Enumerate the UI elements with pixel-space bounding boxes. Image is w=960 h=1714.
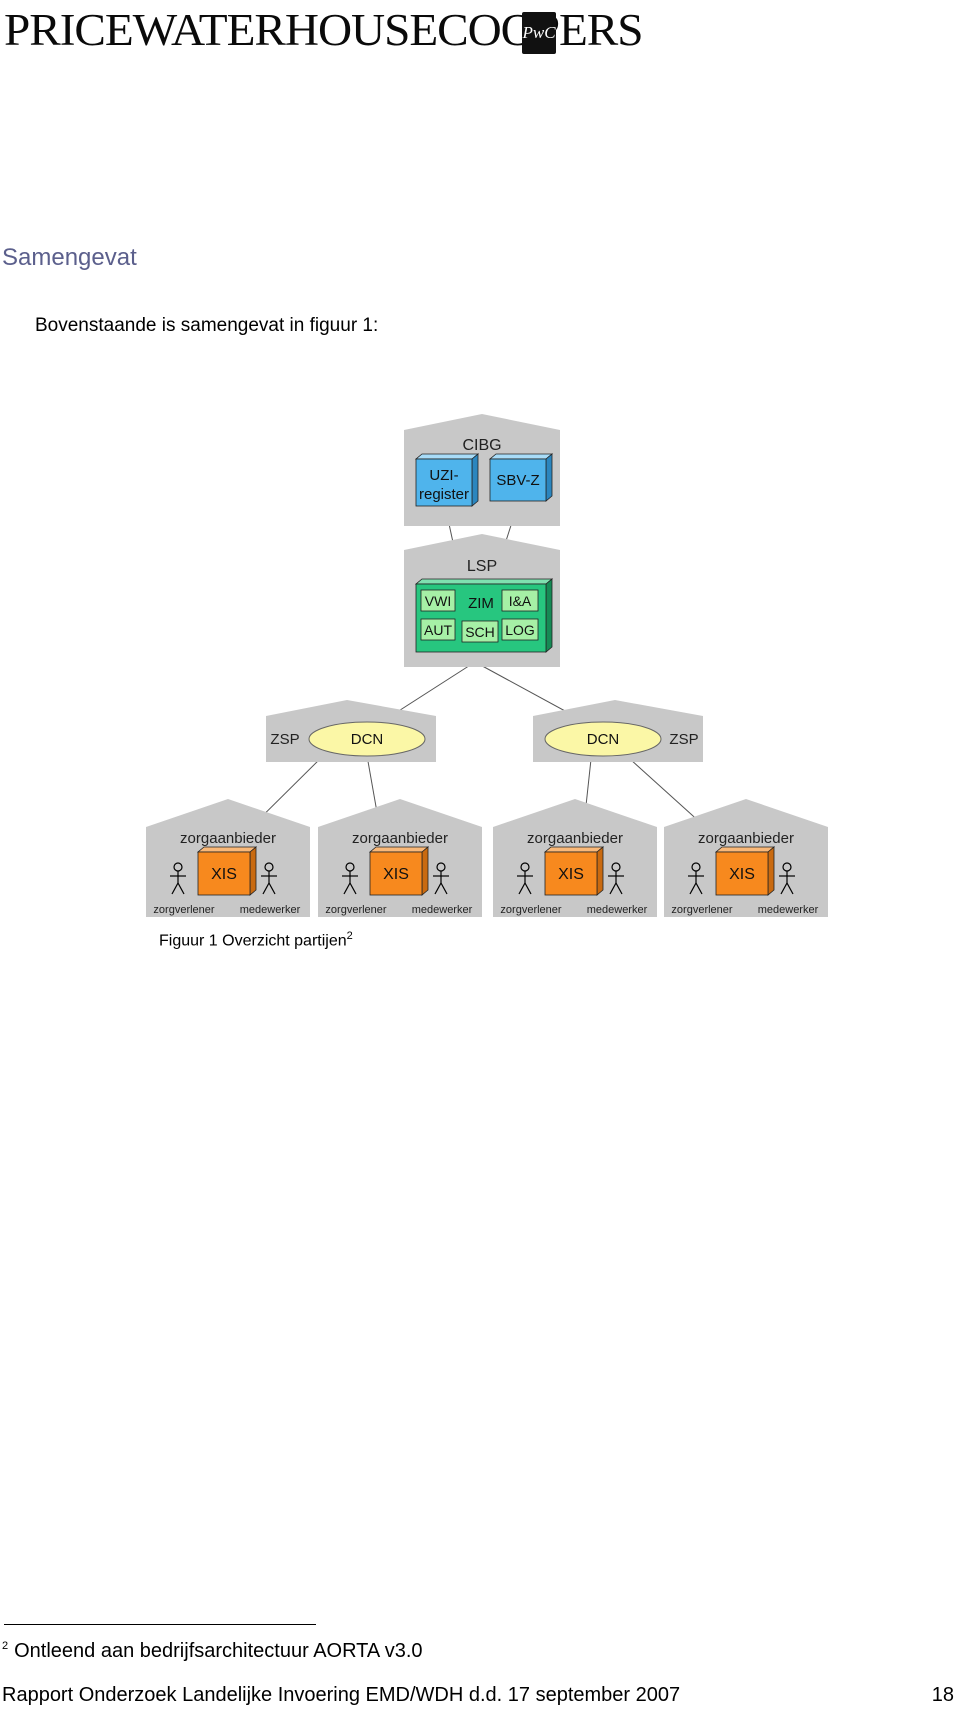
- parties-overview-figure: zorgaanbieder XIS zorgverlener medewerke…: [140, 414, 830, 924]
- caption-footnote-ref[interactable]: 2: [346, 930, 353, 942]
- footer-report-title: Rapport Onderzoek Landelijke Invoering E…: [2, 1684, 681, 1706]
- provider-house-1: [146, 799, 310, 917]
- sch-label: SCH: [465, 624, 495, 640]
- ia-label: I&A: [509, 593, 532, 609]
- zim-label: ZIM: [468, 595, 494, 612]
- sbv-z-box: SBV-Z: [488, 453, 554, 502]
- lsp-label: LSP: [467, 558, 497, 575]
- page-footer: Rapport Onderzoek Landelijke Invoering E…: [2, 1684, 958, 1707]
- caption-text: Figuur 1 Overzicht partijen: [159, 932, 347, 950]
- footnote-text: Ontleend aan bedrijfsarchitectuur AORTA …: [14, 1640, 423, 1662]
- provider-house-3: [493, 799, 657, 917]
- provider-house-4: [664, 799, 828, 917]
- vwi-label: VWI: [425, 593, 451, 609]
- aut-label: AUT: [424, 622, 452, 638]
- sbv-z-label: SBV-Z: [496, 472, 539, 489]
- footnote-marker: 2: [2, 1640, 9, 1653]
- cibg-house: CIBG UZI- register SBV-Z: [404, 414, 560, 526]
- footnote: 2 Ontleend aan bedrijfsarchitectuur AORTA…: [2, 1640, 423, 1663]
- section-title: Samengevat: [2, 244, 137, 271]
- cibg-label: CIBG: [462, 437, 501, 454]
- uzi-register-box: UZI- register: [414, 453, 480, 507]
- dcn-right-label: DCN: [587, 731, 620, 748]
- uzi-label-line2: register: [419, 486, 469, 503]
- log-label: LOG: [505, 622, 535, 638]
- company-logo: PRICEWATERHOUSECOOPERS PwC: [4, 2, 644, 68]
- intro-paragraph: Bovenstaande is samengevat in figuur 1:: [35, 315, 379, 336]
- page-number: 18: [931, 1684, 954, 1706]
- zsp-right-label: ZSP: [669, 731, 698, 748]
- provider-house-2: [318, 799, 482, 917]
- uzi-label-line1: UZI-: [429, 467, 458, 484]
- logo-emblem: PwC: [522, 12, 556, 54]
- parties-diagram: zorgaanbieder XIS zorgverlener medewerke…: [140, 414, 830, 924]
- dcn-left-label: DCN: [351, 731, 384, 748]
- footnote-separator: [4, 1624, 316, 1625]
- zsp-left-label: ZSP: [270, 731, 299, 748]
- figure-caption: Figuur 1 Overzicht partijen2: [159, 930, 353, 950]
- lsp-house: LSP ZIM VWI I&A AUT SCH LOG: [404, 534, 560, 667]
- zsp-house-left: ZSP DCN: [266, 414, 436, 762]
- zsp-house-right: DCN ZSP: [533, 700, 703, 762]
